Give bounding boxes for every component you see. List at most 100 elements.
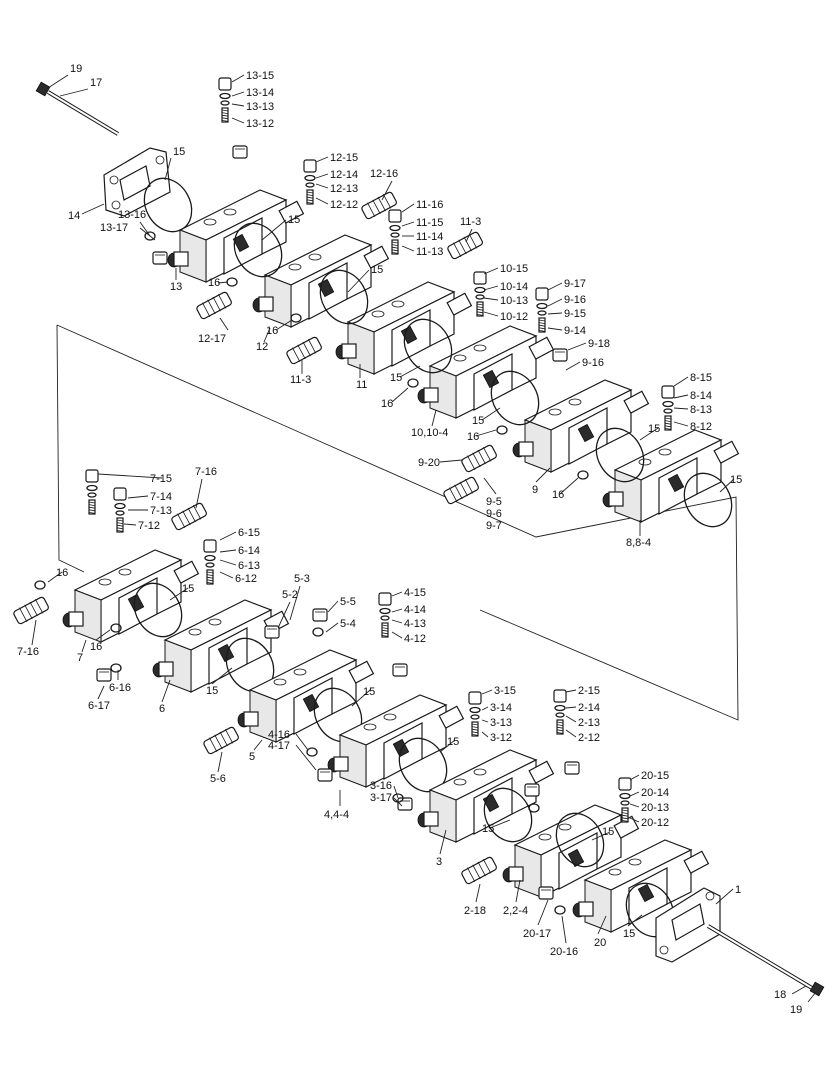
spring-coil xyxy=(206,582,214,584)
spring-coil xyxy=(221,114,229,117)
leader-line xyxy=(629,774,640,781)
callout-20-13: 20-13 xyxy=(641,802,669,814)
relief-washer xyxy=(114,502,126,510)
leader-line xyxy=(401,245,415,252)
callout-15-c: 15 xyxy=(371,264,383,276)
relief-washer xyxy=(389,224,401,232)
spring-coil xyxy=(391,246,399,249)
callout-3-12: 3-12 xyxy=(490,732,512,744)
callout-11-13: 11-13 xyxy=(416,246,443,258)
spool-end xyxy=(363,245,390,269)
tie-bolt-bottom xyxy=(706,924,825,997)
spring-coil xyxy=(391,244,399,246)
cartridge-thread xyxy=(292,347,301,362)
relief-seal xyxy=(205,562,215,568)
callout-15-k: 15 xyxy=(447,736,459,748)
callout-6-14: 6-14 xyxy=(238,545,260,557)
leader-line xyxy=(483,267,499,275)
o-ring-5-4 xyxy=(312,627,324,637)
relief-cap xyxy=(661,385,675,399)
relief-seal xyxy=(390,232,400,238)
relief-cap xyxy=(473,271,487,285)
spring-coil xyxy=(306,196,314,199)
o-ring-13-16 xyxy=(144,231,156,241)
spring-coil xyxy=(664,422,672,425)
cartridge-thread xyxy=(459,481,468,497)
leader-line xyxy=(439,739,456,753)
cartridge-9-20 xyxy=(461,444,497,473)
port-hole xyxy=(223,208,237,216)
spring-coil xyxy=(621,812,629,814)
leader-line xyxy=(639,427,659,441)
cartridge-12-17 xyxy=(196,291,232,320)
plug-4-top xyxy=(392,663,408,677)
spool-end xyxy=(348,660,375,684)
cartridge-thread xyxy=(472,864,481,880)
spring-coil xyxy=(556,729,564,732)
spring-coil xyxy=(88,504,96,506)
callout-9-15: 9-15 xyxy=(564,308,586,320)
valve-section-4 xyxy=(327,694,465,788)
leader-line xyxy=(327,600,339,613)
cartridge-thread xyxy=(187,507,196,523)
spring-coil xyxy=(621,814,629,817)
callout-1: 1 xyxy=(735,884,741,896)
spool-end xyxy=(528,336,555,360)
callout-6-15: 6-15 xyxy=(238,527,260,539)
leader-line xyxy=(219,559,237,566)
spool-housing xyxy=(68,611,84,627)
spring-coil xyxy=(116,530,124,532)
plug-4-17 xyxy=(317,768,333,782)
o-ring-16-c xyxy=(407,378,419,388)
leader-line xyxy=(59,88,89,97)
relief-cap xyxy=(85,469,99,483)
leader-line xyxy=(431,409,437,427)
callout-20: 20 xyxy=(594,937,606,949)
leader-line xyxy=(673,407,689,410)
spring-coil xyxy=(664,425,672,428)
callout-19-bottom: 19 xyxy=(790,1004,802,1016)
o-ring-16-b xyxy=(290,313,302,323)
leader-line xyxy=(547,282,563,291)
o-ring-4-16 xyxy=(306,747,318,757)
leader-line xyxy=(261,219,287,241)
spring-coil xyxy=(116,527,124,530)
leader-line xyxy=(561,915,567,944)
spring-coil xyxy=(206,571,214,574)
callout-8-14: 8-14 xyxy=(690,390,712,402)
spring-coil xyxy=(221,109,229,112)
plug-20-17 xyxy=(538,886,554,900)
callout-13: 13 xyxy=(170,281,182,293)
spring-coil xyxy=(88,506,96,509)
port-hole xyxy=(288,263,302,271)
cartridge-thread xyxy=(302,341,311,357)
plug-body xyxy=(317,768,333,782)
callout-4-12: 4-12 xyxy=(404,633,426,645)
callout-15-n: 15 xyxy=(623,928,635,940)
leader-line xyxy=(97,473,163,479)
leader-line xyxy=(315,173,329,179)
leader-line xyxy=(673,421,689,427)
o-ring-16-g xyxy=(110,623,122,633)
spool-end xyxy=(683,850,710,874)
callout-11-3-a: 11-3 xyxy=(460,216,481,228)
cartridge-thread xyxy=(472,452,481,468)
cartridge-thread xyxy=(219,731,228,747)
callout-12: 12 xyxy=(256,341,268,353)
o-ring-16-e xyxy=(577,470,589,480)
callout-6-12: 6-12 xyxy=(235,573,257,585)
leader-line xyxy=(315,156,329,163)
relief-cap xyxy=(113,487,127,501)
relief-cap xyxy=(218,77,232,91)
leader-line xyxy=(219,549,237,553)
port-hole xyxy=(273,678,287,686)
leader-line xyxy=(164,157,172,181)
leader-line xyxy=(161,679,171,703)
cartridge-thread xyxy=(467,867,476,882)
spring-coil xyxy=(391,252,399,254)
spring-coil xyxy=(476,303,484,306)
spring-coil xyxy=(476,311,484,314)
callout-5: 5 xyxy=(249,751,255,763)
relief-spring xyxy=(664,415,672,431)
